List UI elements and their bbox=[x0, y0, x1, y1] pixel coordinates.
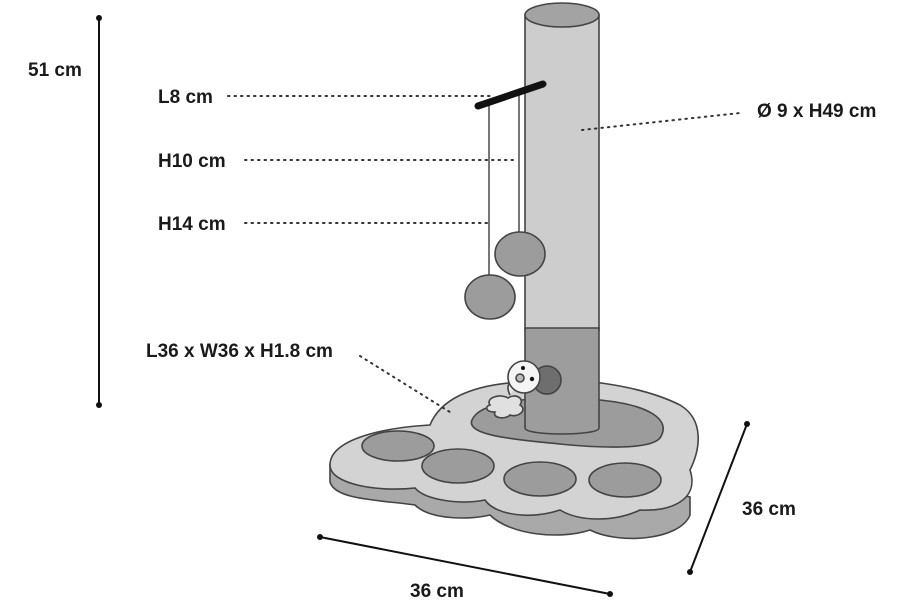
bar-length-label: L8 cm bbox=[158, 87, 213, 108]
short-string-label: H10 cm bbox=[158, 151, 226, 172]
base-size-label: L36 x W36 x H1.8 cm bbox=[146, 341, 333, 362]
width-label: 36 cm bbox=[410, 581, 464, 600]
depth-dimension-line bbox=[687, 421, 750, 575]
depth-label: 36 cm bbox=[742, 499, 796, 520]
long-string-label: H14 cm bbox=[158, 214, 226, 235]
post-size-label: Ø 9 x H49 cm bbox=[757, 101, 876, 122]
hanging-bar bbox=[474, 80, 547, 110]
plush-mouse-toy bbox=[485, 360, 562, 419]
total-height-label: 51 cm bbox=[28, 60, 82, 81]
hanging-toys bbox=[464, 80, 547, 320]
height-dimension-line bbox=[96, 15, 102, 408]
width-dimension-line bbox=[317, 534, 613, 597]
